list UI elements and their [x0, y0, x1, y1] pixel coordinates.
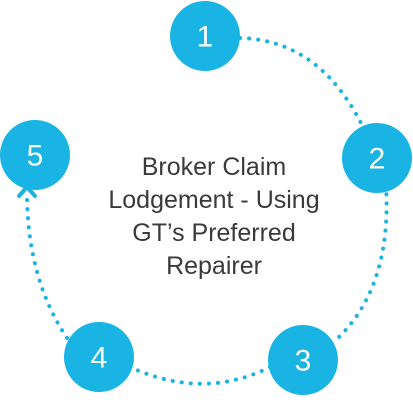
step-node-5: 5	[0, 120, 70, 190]
step-node-2: 2	[342, 123, 412, 193]
step-circle	[170, 1, 240, 71]
step-circle	[342, 123, 412, 193]
step-node-3: 3	[268, 325, 338, 395]
step-circle	[268, 325, 338, 395]
step-node-4: 4	[64, 322, 134, 392]
title-line: Broker Claim	[141, 153, 287, 181]
step-circle	[64, 322, 134, 392]
connector-1-2	[238, 36, 365, 129]
step-number: 2	[369, 143, 386, 176]
connectors	[25, 36, 389, 386]
step-number: 5	[27, 140, 44, 173]
diagram-title: Broker Claim Lodgement - Using GT’s Pref…	[96, 151, 332, 283]
connector-3-4	[130, 365, 272, 386]
step-number: 3	[295, 345, 312, 378]
title-line: GT’s Preferred	[132, 219, 296, 247]
step-number: 1	[197, 21, 214, 54]
title-line: Repairer	[166, 252, 262, 280]
step-circle	[0, 120, 70, 190]
connector-4-5	[25, 194, 69, 340]
connector-2-3	[337, 183, 389, 339]
title-line: Lodgement - Using	[108, 186, 320, 214]
step-number: 4	[91, 342, 108, 375]
step-node-1: 1	[170, 1, 240, 71]
